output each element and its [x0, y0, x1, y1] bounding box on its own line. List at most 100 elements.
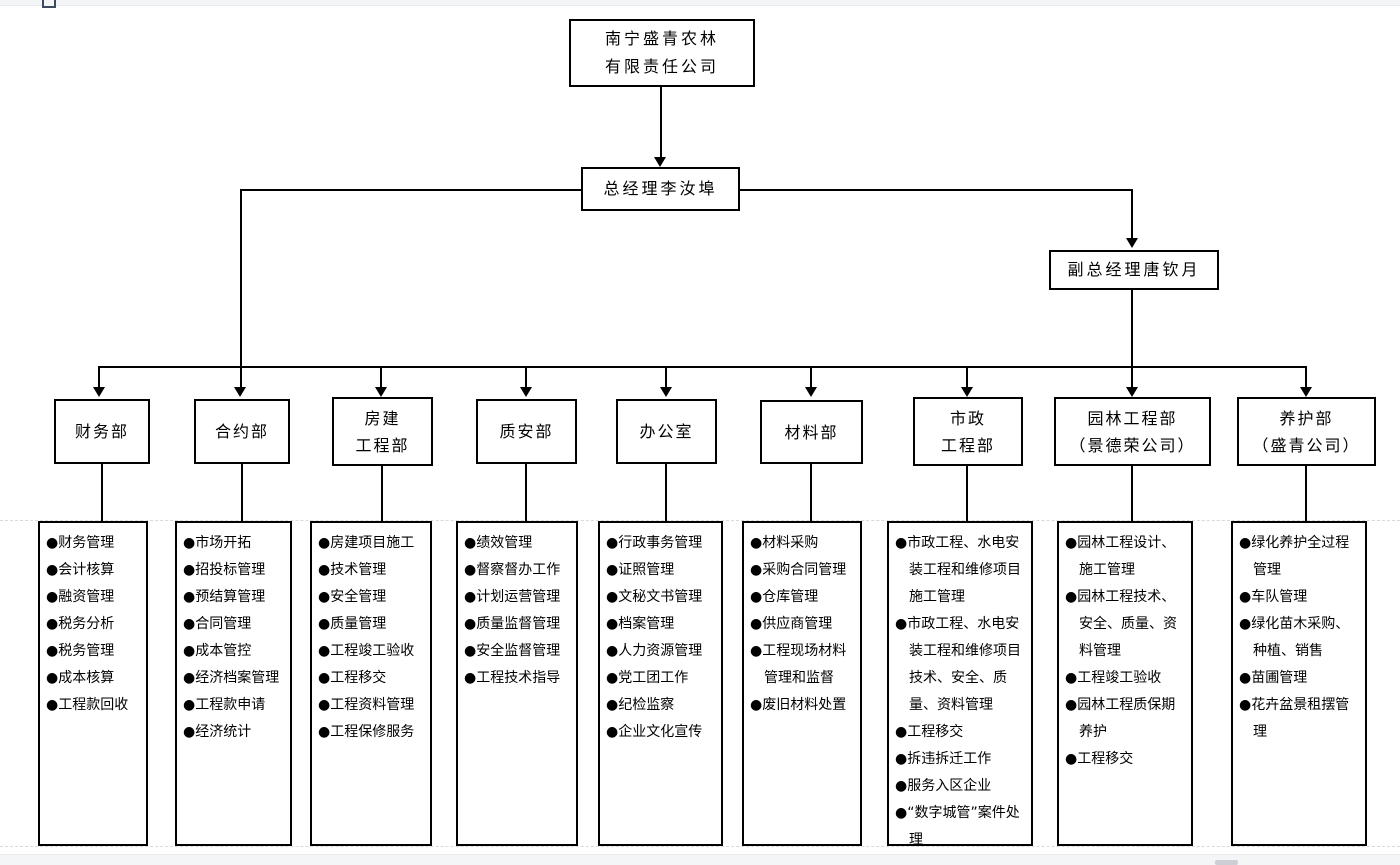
duty-item: ●会计核算 — [46, 562, 115, 578]
duty-item: ●工程保修服务 — [318, 724, 415, 740]
arrowhead-icon — [375, 387, 387, 397]
duty-item: ●工程款申请 — [183, 697, 266, 713]
duty-list-landscape-engineering: ●园林工程设计、施工管理●园林工程技术、安全、质量、资料管理●工程竣工验收●园林… — [1057, 521, 1193, 846]
duty-item: ●园林工程设计、施工管理 — [1065, 535, 1176, 578]
company-name-line1: 南宁盛青农林 — [604, 29, 719, 48]
duty-item: ●税务管理 — [46, 643, 115, 659]
connector-line — [1305, 366, 1307, 388]
dept-box-maintenance: 养护部 （盛青公司） — [1237, 397, 1376, 466]
dept-name: 工程部 — [940, 435, 995, 455]
duty-list-office: ●行政事务管理●证照管理●文秘文书管理●档案管理●人力资源管理●党工团工作●纪检… — [598, 521, 723, 846]
duty-item: ●党工团工作 — [606, 670, 689, 686]
dept-box-municipal-engineering: 市政 工程部 — [913, 397, 1023, 466]
page-boundary-dashed-line — [0, 846, 1400, 847]
horizontal-scrollbar-thumb[interactable] — [1215, 860, 1238, 865]
duty-item: ●市政工程、水电安装工程和维修项目技术、安全、质量、资料管理 — [895, 616, 1021, 713]
dept-box-materials: 材料部 — [760, 400, 863, 464]
connector-line — [1131, 290, 1133, 387]
duty-list-materials: ●材料采购●采购合同管理●仓库管理●供应商管理●工程现场材料管理和监督●废旧材料… — [742, 521, 862, 846]
connector-line — [98, 366, 100, 388]
dept-name: 办公室 — [639, 422, 694, 441]
duty-item: ●税务分析 — [46, 616, 115, 632]
bottom-statusbar-strip — [0, 854, 1400, 865]
duty-item: ●房建项目施工 — [318, 535, 415, 551]
duty-item: ●工程款回收 — [46, 697, 129, 713]
duty-item: ●园林工程质保期养护 — [1065, 697, 1176, 740]
duty-item: ●绿化养护全过程管理 — [1239, 535, 1350, 578]
connector-line — [525, 366, 527, 388]
duty-item: ●合同管理 — [183, 616, 252, 632]
duty-list-building-engineering: ●房建项目施工●技术管理●安全管理●质量管理●工程竣工验收●工程移交●工程资料管… — [310, 521, 432, 846]
duty-item: ●成本管控 — [183, 643, 252, 659]
duty-item: ●计划运营管理 — [464, 589, 561, 605]
duty-item: ●工程移交 — [318, 670, 387, 686]
dept-box-quality-safety: 质安部 — [476, 399, 577, 464]
duty-item: ●工程移交 — [895, 724, 964, 740]
duty-item: ●材料采购 — [750, 535, 819, 551]
arrowhead-icon — [520, 387, 532, 397]
duty-item: ●财务管理 — [46, 535, 115, 551]
dept-name: 材料部 — [784, 422, 839, 442]
duty-item: ●绿化苗木采购、种植、销售 — [1239, 616, 1350, 659]
duty-list-quality-safety: ●绩效管理●督察督办工作●计划运营管理●质量监督管理●安全监督管理●工程技术指导 — [456, 521, 578, 846]
duty-item: ●工程现场材料管理和监督 — [750, 643, 847, 686]
duty-item: ●成本核算 — [46, 670, 115, 686]
connector-line — [1305, 466, 1307, 521]
dept-name: 市政 — [949, 408, 986, 428]
arrowhead-icon — [1300, 387, 1312, 397]
company-box: 南宁盛青农林 有限责任公司 — [569, 19, 755, 87]
duty-list-finance: ●财务管理 ●会计核算 ●融资管理 ●税务分析 ●税务管理 ●成本核算 ●工程款回收 — [38, 521, 148, 846]
connector-line — [1131, 466, 1133, 521]
dept-name: （景德荣公司） — [1069, 435, 1196, 455]
duty-item: ●工程资料管理 — [318, 697, 415, 713]
dept-name: 园林工程部 — [1087, 408, 1178, 428]
duty-item: ●车队管理 — [1239, 589, 1308, 605]
duty-item: ●绩效管理 — [464, 535, 533, 551]
toolbar-square-icon[interactable] — [42, 0, 56, 8]
duty-item: ●市场开拓 — [183, 535, 252, 551]
dept-box-landscape-engineering: 园林工程部 （景德荣公司） — [1054, 397, 1211, 466]
connector-line — [99, 366, 1307, 368]
deputy-general-manager-label: 副总经理唐钦月 — [1067, 260, 1201, 279]
top-toolbar-strip — [0, 0, 1400, 6]
duty-item: ●纪检监察 — [606, 697, 675, 713]
page-boundary-dashed-line — [0, 520, 1400, 521]
deputy-general-manager-box: 副总经理唐钦月 — [1049, 250, 1219, 290]
connector-line — [241, 464, 243, 521]
duty-item: ●文秘文书管理 — [606, 589, 703, 605]
duty-item: ●工程技术指导 — [464, 670, 561, 686]
dept-name: 房建 — [364, 408, 401, 428]
dept-box-office: 办公室 — [616, 399, 717, 464]
dept-name: 合约部 — [214, 422, 269, 441]
duty-item: ●拆违拆迁工作 — [895, 751, 992, 767]
arrowhead-icon — [234, 387, 246, 397]
duty-item: ●苗圃管理 — [1239, 670, 1308, 686]
duty-item: ●服务入区企业 — [895, 778, 992, 794]
duty-item: ●采购合同管理 — [750, 562, 847, 578]
connector-line — [660, 87, 662, 158]
connector-line — [525, 464, 527, 521]
duty-item: ●供应商管理 — [750, 616, 833, 632]
duty-item: ●质量监督管理 — [464, 616, 561, 632]
duty-item: ●人力资源管理 — [606, 643, 703, 659]
connector-line — [665, 366, 667, 388]
arrowhead-icon — [654, 157, 666, 167]
company-name-line2: 有限责任公司 — [604, 57, 719, 76]
duty-item: ●园林工程技术、安全、质量、资料管理 — [1065, 589, 1177, 659]
duty-item: ●行政事务管理 — [606, 535, 703, 551]
connector-line — [810, 464, 812, 521]
duty-item: ●工程竣工验收 — [318, 643, 415, 659]
arrowhead-icon — [1126, 238, 1138, 248]
dept-box-building-engineering: 房建 工程部 — [332, 397, 433, 466]
dept-box-finance: 财务部 — [54, 399, 150, 464]
duty-item: ●经济统计 — [183, 724, 252, 740]
dept-name: 财务部 — [74, 422, 129, 441]
duty-item: ●融资管理 — [46, 589, 115, 605]
connector-line — [240, 189, 242, 387]
connector-line — [101, 464, 103, 521]
duty-item: ●质量管理 — [318, 616, 387, 632]
duty-list-municipal-engineering: ●市政工程、水电安装工程和维修项目施工管理●市政工程、水电安装工程和维修项目技术… — [887, 521, 1033, 846]
duty-item: ●废旧材料处置 — [750, 697, 847, 713]
connector-line — [380, 366, 382, 388]
